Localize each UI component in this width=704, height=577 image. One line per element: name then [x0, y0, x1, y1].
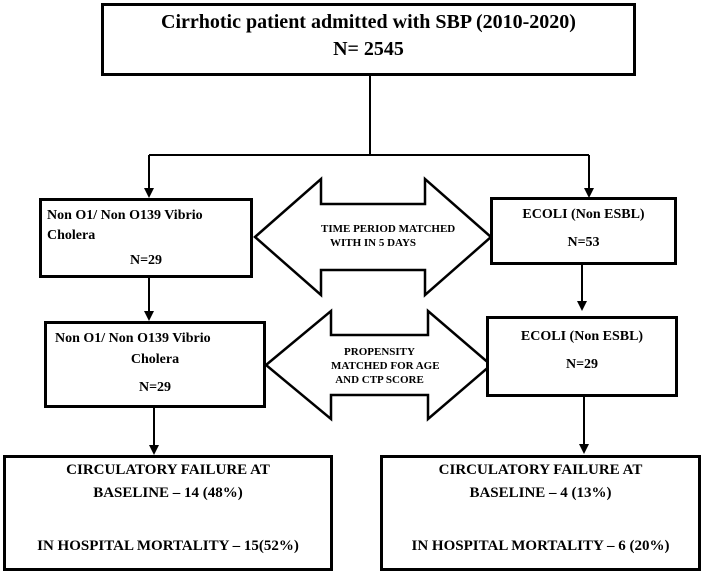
vibrio-outcome-box: CIRCULATORY FAILURE AT BASELINE – 14 (48…: [3, 455, 333, 571]
vibrio-box-1: Non O1/ Non O139 Vibrio Cholera N=29: [39, 198, 253, 278]
arrow-1-line1: TIME PERIOD MATCHED: [321, 223, 456, 235]
ecoli-box-2: ECOLI (Non ESBL) N=29: [486, 316, 678, 397]
arrow-2-line2: MATCHED FOR AGE: [331, 360, 440, 372]
arrow-2-label: PROPENSITY MATCHED FOR AGE AND CTP SCORE: [331, 345, 440, 387]
arrow-1-label: TIME PERIOD MATCHED WITH IN 5 DAYS: [321, 222, 456, 250]
top-title: Cirrhotic patient admitted with SBP (201…: [161, 11, 576, 33]
vibrio-outcome-line1: CIRCULATORY FAILURE AT: [66, 462, 270, 478]
vibrio-box-2-line2: Cholera: [130, 352, 180, 367]
ecoli-box-1-count: N=53: [567, 235, 600, 250]
ecoli-outcome-line3: IN HOSPITAL MORTALITY – 6 (20%): [411, 538, 670, 554]
vibrio-box-1-line2: Cholera: [47, 228, 96, 243]
ecoli-box-2-line1: ECOLI (Non ESBL): [520, 329, 644, 344]
ecoli-box-2-count: N=29: [565, 357, 599, 372]
ecoli-box-1: ECOLI (Non ESBL) N=53: [490, 197, 677, 265]
vibrio-box-1-count: N=29: [129, 253, 163, 268]
top-box: Cirrhotic patient admitted with SBP (201…: [101, 3, 636, 76]
vibrio-box-2-line1: Non O1/ Non O139 Vibrio: [55, 331, 211, 346]
top-count: N= 2545: [333, 38, 404, 60]
vibrio-box-2: Non O1/ Non O139 Vibrio Cholera N=29: [44, 321, 266, 408]
ecoli-outcome-line2: BASELINE – 4 (13%): [469, 485, 612, 501]
ecoli-box-1-line1: ECOLI (Non ESBL): [522, 207, 645, 222]
vibrio-outcome-line3: IN HOSPITAL MORTALITY – 15(52%): [37, 538, 299, 554]
vibrio-box-1-line1: Non O1/ Non O139 Vibrio: [47, 208, 203, 223]
vibrio-outcome-line2: BASELINE – 14 (48%): [93, 485, 243, 501]
arrow-2-line1: PROPENSITY: [344, 346, 415, 358]
arrow-1-line2: WITH IN 5 DAYS: [329, 237, 417, 249]
arrow-2-line3: AND CTP SCORE: [335, 374, 424, 386]
vibrio-box-2-count: N=29: [138, 380, 172, 395]
ecoli-outcome-box: CIRCULATORY FAILURE AT BASELINE – 4 (13%…: [380, 455, 701, 571]
ecoli-outcome-line1: CIRCULATORY FAILURE AT: [438, 462, 643, 478]
